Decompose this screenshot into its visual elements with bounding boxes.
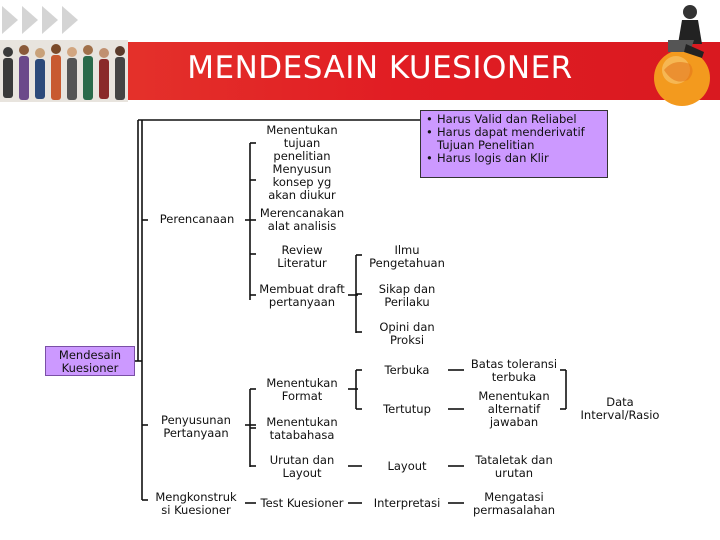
branch-penyusunan-pertanyaan: Penyusunan Pertanyaan xyxy=(148,414,244,440)
node-opini-proksi: Opini dan Proksi xyxy=(362,321,452,347)
node-interpretasi: Interpretasi xyxy=(362,497,452,510)
node-sikap-perilaku: Sikap dan Perilaku xyxy=(362,283,452,309)
node-menentukan-tatabahasa: Menentukan tatabahasa xyxy=(258,416,346,442)
node-tataletak-urutan: Tataletak dan urutan xyxy=(466,454,562,480)
node-terbuka: Terbuka xyxy=(364,364,450,377)
node-mengatasi-permasalahan: Mengatasi permasalahan xyxy=(466,491,562,517)
node-layout: Layout xyxy=(364,460,450,473)
node-menyusun-konsep: Menyusun konsep yg akan diukur xyxy=(258,163,346,202)
requirement-item: Harus dapat menderivatif Tujuan Peneliti… xyxy=(437,126,603,152)
node-merencanakan-analisis: Merencanakan alat analisis xyxy=(255,207,349,233)
branch-mengkonstruksi-kuesioner: Mengkonstruk si Kuesioner xyxy=(148,491,244,517)
requirements-box: Harus Valid dan Reliabel Harus dapat men… xyxy=(420,110,608,178)
node-urutan-layout: Urutan dan Layout xyxy=(258,454,346,480)
node-test-kuesioner: Test Kuesioner xyxy=(255,497,349,510)
branch-perencanaan: Perencanaan xyxy=(150,213,244,226)
node-membuat-draft: Membuat draft pertanyaan xyxy=(255,283,349,309)
node-review-literatur: Review Literatur xyxy=(258,244,346,270)
node-tertutup: Tertutup xyxy=(364,403,450,416)
node-ilmu-pengetahuan: Ilmu Pengetahuan xyxy=(362,244,452,270)
requirement-item: Harus logis dan Klir xyxy=(437,152,603,165)
root-node: Mendesain Kuesioner xyxy=(45,346,135,376)
node-batas-toleransi: Batas toleransi terbuka xyxy=(466,358,562,384)
node-menentukan-alternatif: Menentukan alternatif jawaban xyxy=(466,390,562,429)
node-menentukan-format: Menentukan Format xyxy=(258,377,346,403)
node-menentukan-tujuan: Menentukan tujuan penelitian xyxy=(258,124,346,163)
node-data-interval-rasio: Data Interval/Rasio xyxy=(572,396,668,422)
